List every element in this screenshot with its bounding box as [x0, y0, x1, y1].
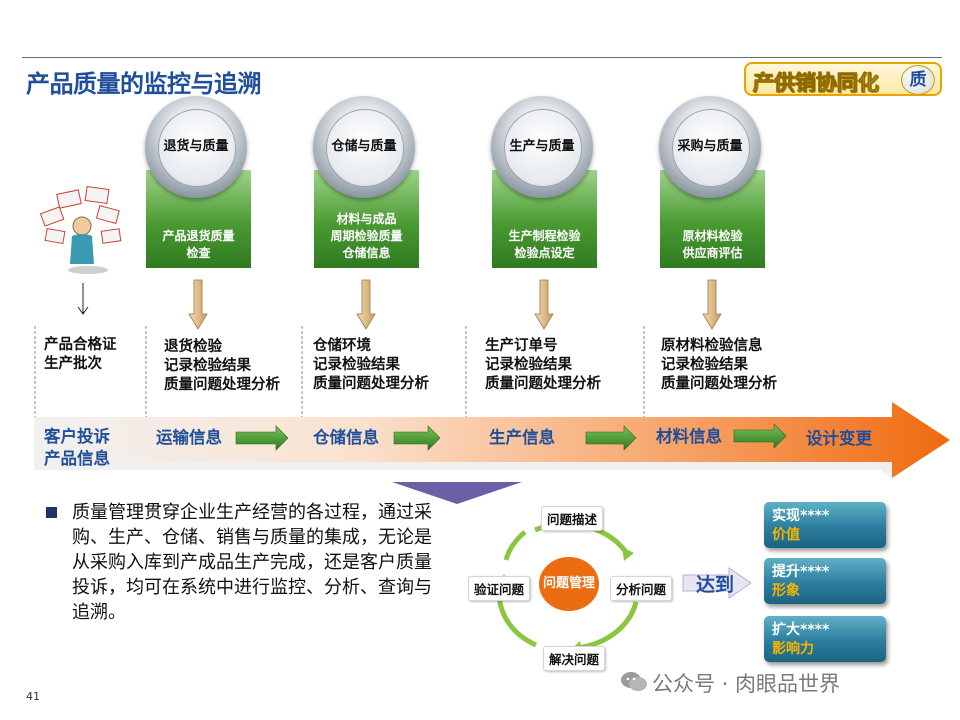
flow-label-material: 材料信息	[656, 427, 722, 446]
summary-paragraph: 质量管理贯穿企业生产经营的各过程，通过采购、生产、仓储、销售与质量的集成，无论是…	[72, 502, 432, 623]
info-line: 质量问题处理分析	[661, 376, 777, 392]
stage-box-line: 产品退货质量	[162, 229, 235, 243]
info-column-return: 退货检验 记录检验结果 质量问题处理分析	[164, 338, 280, 395]
stage-box-line: 原材料检验	[682, 229, 743, 243]
cycle-step-bottom: 解决问题	[543, 646, 606, 671]
complaint-illustration	[39, 186, 122, 274]
wechat-icon	[621, 672, 647, 691]
pointer-triangle	[392, 482, 522, 504]
cycle-center: 问题管理	[539, 557, 599, 611]
info-line: 质量问题处理分析	[164, 377, 280, 393]
info-line: 产品合格证	[44, 337, 117, 353]
bullet-square	[46, 507, 57, 518]
cycle-step-right: 分析问题	[610, 576, 673, 601]
badge-circle-label: 质	[901, 65, 935, 95]
flow-arrow	[34, 402, 950, 478]
badge-label: 产供销协同化	[753, 71, 880, 96]
info-line: 仓储环境	[313, 338, 371, 354]
cycle-step-top: 问题描述	[541, 506, 604, 531]
stage-box-line: 仓储信息	[342, 246, 391, 260]
stage-circle-label: 仓储与质量	[331, 139, 397, 154]
info-line: 记录检验结果	[164, 358, 251, 374]
goal-line2: 影响力	[772, 641, 814, 657]
flow-label-design: 设计变更	[806, 429, 872, 448]
info-line: 记录检验结果	[661, 357, 748, 373]
cycle-step-left: 验证问题	[468, 576, 531, 601]
goal-line1: 实现****	[772, 508, 830, 524]
info-column-complaint: 产品合格证 生产批次	[44, 336, 117, 374]
stage-box-line: 生产制程检验	[508, 229, 581, 243]
stage-circle-label: 退货与质量	[163, 139, 229, 154]
info-line: 生产批次	[44, 356, 102, 372]
stage-circle-label: 采购与质量	[677, 139, 743, 154]
stage-box-line: 供应商评估	[682, 246, 743, 260]
flow-label-storage: 仓储信息	[313, 428, 379, 447]
reach-label: 达到	[696, 574, 735, 596]
stage-box-line: 周期检验质量	[330, 229, 403, 243]
flow-label-line: 客户投诉	[44, 427, 110, 446]
flow-label-transport: 运输信息	[156, 428, 222, 447]
stage-box-line: 检查	[186, 246, 211, 260]
goal-line2: 价值	[772, 527, 800, 543]
goal-line1: 扩大****	[772, 622, 830, 638]
goal-line2: 形象	[772, 583, 800, 599]
info-line: 退货检验	[164, 339, 222, 355]
info-line: 质量问题处理分析	[485, 376, 601, 392]
stage-down-arrows	[188, 279, 722, 330]
page-title: 产品质量的监控与追溯	[26, 70, 262, 98]
header-rule	[22, 57, 942, 58]
info-line: 记录检验结果	[313, 357, 400, 373]
flow-arrow-shadow	[34, 462, 892, 478]
info-line: 生产订单号	[485, 338, 558, 354]
goal-line1: 提升****	[772, 564, 830, 580]
goal-card-value: 实现**** 价值	[764, 502, 886, 548]
stage-circle-storage: 仓储与质量	[313, 96, 415, 198]
stage-circle-production: 生产与质量	[491, 96, 593, 198]
goal-card-image: 提升**** 形象	[764, 558, 886, 604]
info-line: 原材料检验信息	[661, 338, 763, 354]
topic-badge: 产供销协同化 质	[744, 62, 942, 96]
stage-box-line: 检验点设定	[514, 246, 575, 260]
flow-label-line: 产品信息	[44, 449, 110, 468]
info-line: 质量问题处理分析	[313, 376, 429, 392]
info-column-production: 生产订单号 记录检验结果 质量问题处理分析	[485, 337, 601, 394]
info-column-storage: 仓储环境 记录检验结果 质量问题处理分析	[313, 337, 429, 394]
stage-box-line: 材料与成品	[336, 212, 397, 226]
stage-circle-label: 生产与质量	[509, 139, 575, 154]
stage-circle-procurement: 采购与质量	[659, 96, 761, 198]
goal-card-influence: 扩大**** 影响力	[764, 616, 886, 662]
stage-circle-return: 退货与质量	[145, 96, 247, 198]
complaint-down-arrow	[77, 283, 89, 315]
watermark: 公众号 · 肉眼品世界	[652, 672, 841, 696]
info-column-material: 原材料检验信息 记录检验结果 质量问题处理分析	[661, 337, 777, 394]
flow-small-arrows	[235, 423, 787, 451]
page-number: 41	[26, 690, 40, 703]
flow-label-customer: 客户投诉 产品信息	[44, 426, 110, 470]
column-dividers	[34, 326, 645, 450]
flow-label-production: 生产信息	[489, 428, 555, 447]
info-line: 记录检验结果	[485, 357, 572, 373]
reach-arrow	[682, 567, 752, 599]
